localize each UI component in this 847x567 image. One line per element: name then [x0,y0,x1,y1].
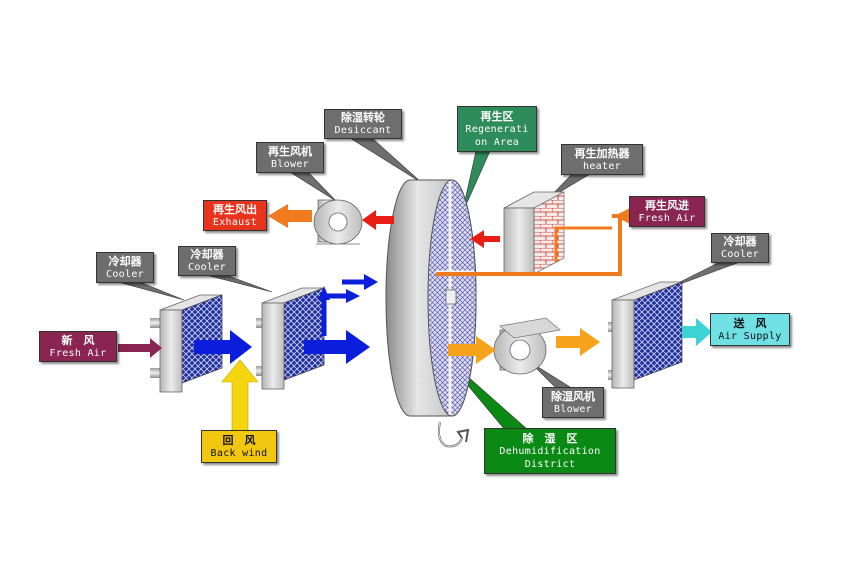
label-regeneration-cn: 再生区 [480,109,514,123]
desiccant-wheel-icon [385,179,477,417]
callout-regen-blower: 再生风机 Blower [256,142,324,173]
label-regen-heater-cn: 再生加热器 [574,146,630,160]
callout-regeneration: 再生区 Regenerati on Area [457,106,537,152]
arrow-blower-to-cooler [556,328,600,356]
label-cooler-left-cn: 冷却器 [108,254,142,268]
label-regen-heater-en: heater [583,160,621,172]
leader-desiccant [348,137,423,184]
callout-cooler-right: 冷却器 Cooler [711,233,769,263]
label-cooler-right-cn: 冷却器 [723,235,757,248]
label-desiccant-cn: 除湿转轮 [341,111,385,124]
label-fresh-air-cn: 新 风 [61,333,95,347]
blower-icon [493,317,561,375]
arrow-process-to-blower [448,336,496,364]
callout-desiccant: 除湿转轮 Desiccant [324,109,402,139]
label-regeneration-en1: Regenerati [465,123,529,135]
label-exhaust-cn: 再生风出 [213,202,257,216]
callout-air-supply: 送 风 Air Supply [710,313,790,346]
callout-cooler-middle: 冷却器 Cooler [178,246,236,276]
cooler-coil-icon [256,287,325,390]
arrow-regen-out-wheel [362,210,394,230]
callout-process-blower: 除湿风机 Blower [542,387,604,418]
arrow-air-supply [682,318,712,346]
label-regen-air-in-cn: 再生风进 [645,198,689,212]
label-dehumidification-cn: 除 湿 区 [522,431,578,445]
airflow-arrows [118,204,712,433]
cooler-coil-icon [608,281,683,389]
arrow-regen-into-wheel [470,230,500,248]
arrow-back-wind [221,359,259,433]
label-regen-blower-en: Blower [271,158,309,170]
cooler-coil-icon [150,294,223,393]
arrow-process-air-1 [194,330,252,364]
callout-fresh-air: 新 风 Fresh Air [39,331,117,362]
watermark: XT [418,371,430,381]
arrow-process-branch [321,293,346,336]
label-dehumidification-en2: District [524,458,576,470]
callout-exhaust: 再生风出 Exhaust [203,200,267,231]
callout-dehumidification: 除 湿 区 Dehumidification District [484,428,616,474]
rotation-arrow-icon [437,421,470,448]
callout-regen-air-in: 再生风进 Fresh Air [629,196,705,227]
label-air-supply-cn: 送 风 [733,316,767,330]
label-cooler-middle-cn: 冷却器 [190,248,224,261]
label-regeneration-en2: on Area [474,136,520,148]
label-process-blower-en: Blower [554,403,592,415]
callout-back-wind: 回 风 Back wind [201,430,277,463]
arrow-process-air-2 [304,330,370,364]
label-back-wind-en: Back wind [210,447,268,459]
label-desiccant-en: Desiccant [334,125,392,136]
callout-cooler-left: 冷却器 Cooler [96,252,154,283]
label-regen-blower-cn: 再生风机 [268,144,312,158]
arrow-fresh-air [118,338,162,358]
leader-cooler-left [117,281,185,301]
label-cooler-left-en: Cooler [106,268,144,280]
label-cooler-middle-en: Cooler [188,262,226,273]
blower-icon [313,199,363,245]
label-cooler-right-en: Cooler [721,249,759,260]
leader-cooler-middle [205,274,273,293]
label-exhaust-en: Exhaust [212,216,258,228]
label-air-supply-en: Air Supply [718,330,782,342]
callout-regen-heater: 再生加热器 heater [561,144,643,175]
label-fresh-air-en: Fresh Air [49,347,107,359]
label-dehumidification-en1: Dehumidification [499,445,601,457]
label-regen-air-in-en: Fresh Air [638,212,696,224]
label-process-blower-cn: 除湿风机 [551,389,595,403]
leader-regen-blower [288,171,337,202]
label-back-wind-cn: 回 风 [222,433,256,447]
arrow-exhaust [268,204,312,228]
